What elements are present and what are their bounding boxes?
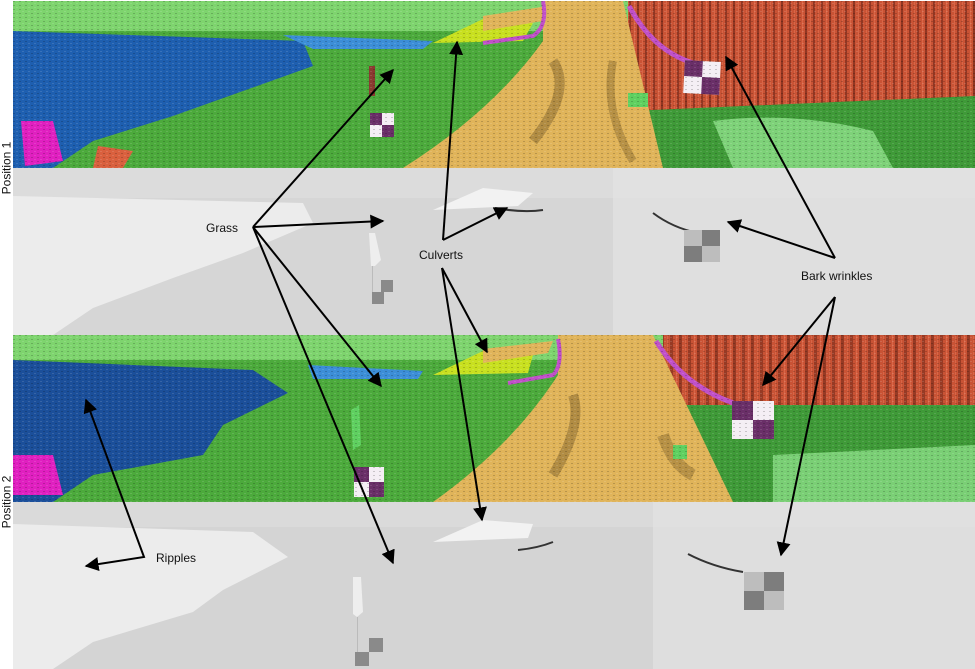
ripples-label: Ripples <box>156 551 197 565</box>
position-1-label: Position 1 <box>0 141 14 195</box>
row-label-position-2: Position 2 <box>0 335 14 669</box>
culverts-label: Culverts <box>419 248 464 262</box>
grass-label: Grass <box>206 221 239 235</box>
bark-wrinkles-label: Bark wrinkles <box>801 269 873 283</box>
position-1-grayscale-image <box>13 168 975 335</box>
row-label-position-1: Position 1 <box>0 1 14 335</box>
position-2-false-color-image <box>13 335 975 502</box>
position-2-label: Position 2 <box>0 475 14 529</box>
position-1-false-color-image <box>13 1 975 168</box>
position-2-grayscale-image <box>13 502 975 669</box>
